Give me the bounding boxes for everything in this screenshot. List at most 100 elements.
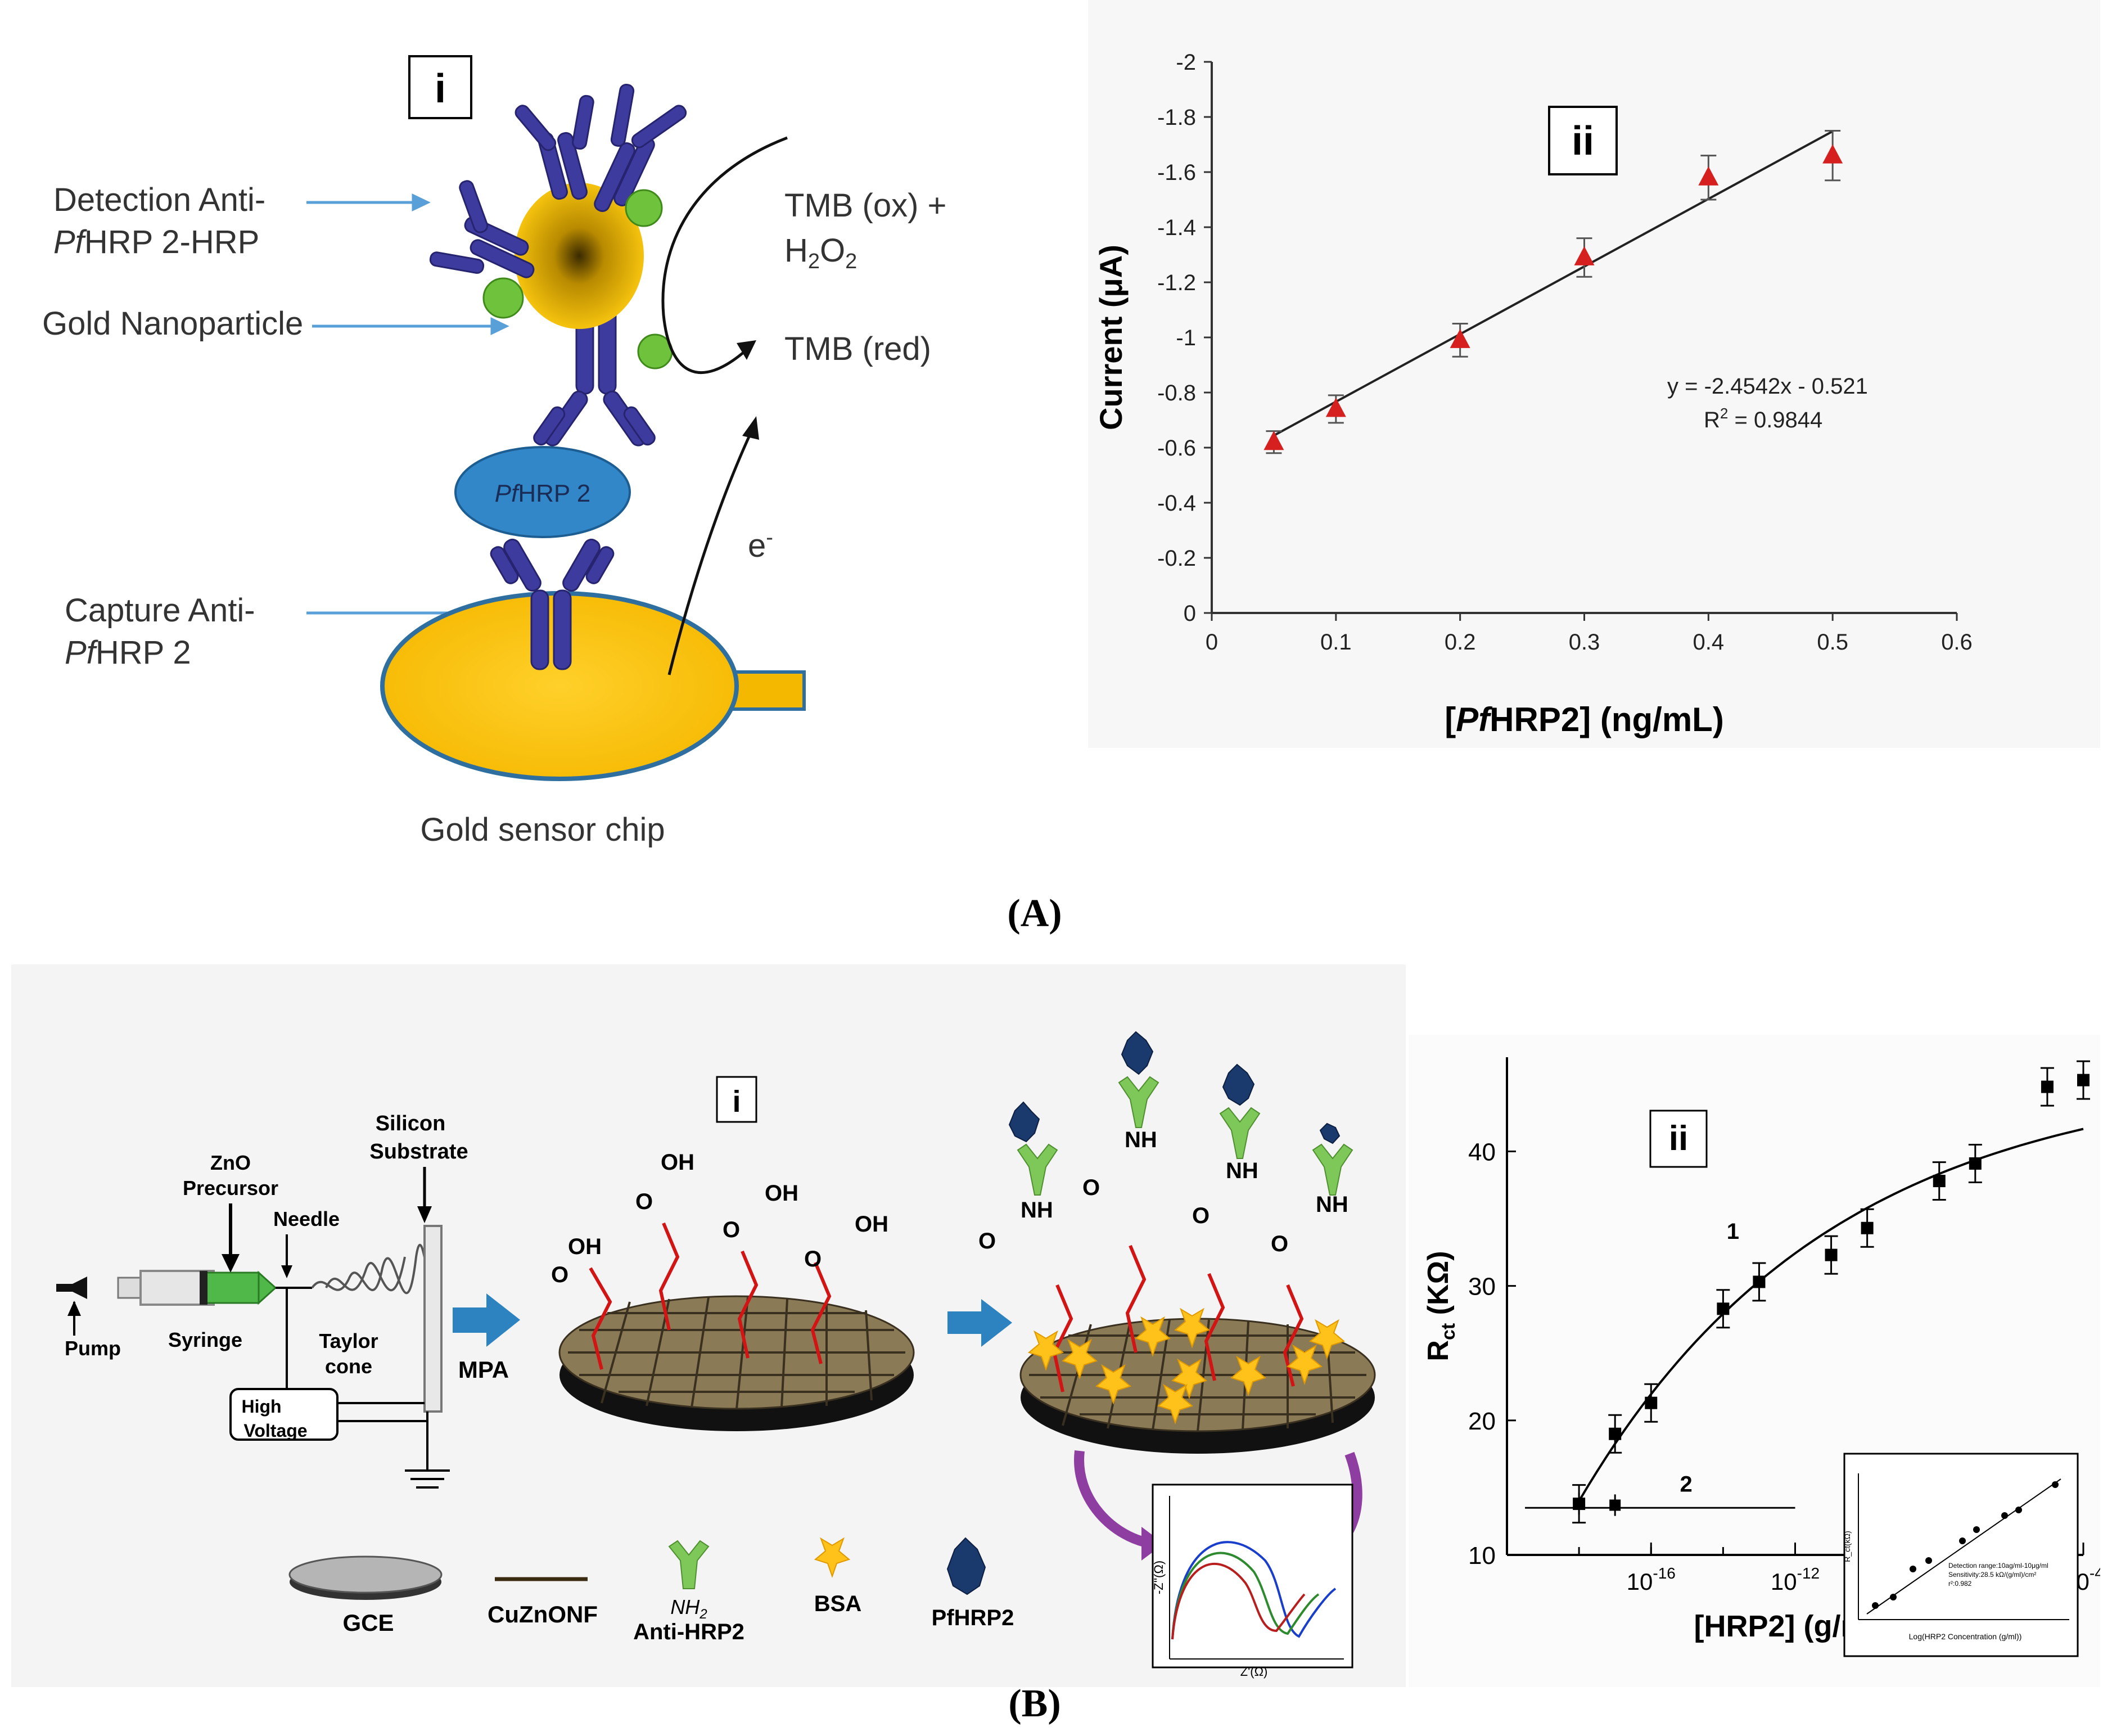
y-tick-label: -1: [1176, 326, 1196, 350]
svg-text:O: O: [635, 1189, 653, 1214]
svg-text:O: O: [804, 1247, 822, 1271]
panel-a-ii-chart: ii0-0.2-0.4-0.6-0.8-1-1.2-1.4-1.6-1.8-20…: [1088, 0, 2100, 748]
curve-1-label: 1: [1727, 1219, 1739, 1244]
gold-sensor-chip-label: Gold sensor chip: [420, 811, 665, 848]
data-point: [1753, 1275, 1766, 1288]
data-point: [1263, 431, 1284, 450]
y-tick-label: 30: [1468, 1273, 1496, 1301]
taylor-label-2: cone: [325, 1355, 372, 1378]
silicon-substrate: [423, 1225, 443, 1413]
data-point: [1325, 398, 1346, 417]
x-tick-label: 0.4: [1693, 630, 1725, 655]
data-point: [2041, 1080, 2054, 1093]
y-tick-label: -0.8: [1157, 381, 1196, 405]
svg-text:O: O: [1271, 1232, 1288, 1256]
panel-b-i-label-box: [716, 1076, 757, 1123]
y-tick-label: 40: [1468, 1138, 1496, 1166]
y-tick-label: 10: [1468, 1542, 1496, 1570]
x-axis-label: [PfHRP2] (ng/mL): [1445, 701, 1724, 738]
legend-bsa: BSA: [814, 1591, 861, 1616]
zno-label-1: ZnO: [210, 1151, 251, 1174]
y-tick-label: 20: [1468, 1408, 1496, 1435]
y-tick-label: -2: [1176, 50, 1196, 75]
y-tick-label: -0.6: [1157, 436, 1196, 461]
x-tick-label: 0.3: [1569, 630, 1600, 655]
x-tick-label: 10-12: [1771, 1564, 1820, 1595]
x-tick-label: 0.1: [1320, 630, 1352, 655]
panel-a-caption: (A): [1007, 892, 1062, 935]
svg-text:O: O: [551, 1262, 568, 1287]
data-point: [1825, 1248, 1838, 1261]
x-tick-label: 10-16: [1627, 1564, 1676, 1595]
panel-a-i-label-box: [408, 55, 472, 119]
nyquist-inset: -Z''(Ω) Z'(Ω): [1152, 1484, 1353, 1679]
x-tick-label: 0.2: [1445, 630, 1476, 655]
svg-text:OH: OH: [661, 1150, 694, 1175]
panel-b-i-label: i: [732, 1085, 741, 1119]
fit-equation: y = -2.4542x - 0.521: [1667, 374, 1868, 399]
capture-antibody: [490, 538, 615, 670]
high-voltage-label-2: Voltage: [243, 1421, 307, 1441]
inset-text-2: Sensitivity:28.5 kΩ/(g/ml)/cm²: [1948, 1571, 2036, 1579]
data-point: [1450, 328, 1470, 348]
baseline-point: [1573, 1498, 1585, 1510]
detection-antibody-upper: [429, 83, 687, 278]
capture-label-line2: PfHRP 2: [65, 634, 191, 671]
inset-text-1: Detection range:10ag/ml-10μg/ml: [1948, 1562, 2048, 1570]
svg-text:O: O: [723, 1218, 740, 1242]
inset-ylabel: R_ct(kΩ): [1843, 1531, 1852, 1562]
gold-nanoparticle: [515, 183, 644, 329]
detection-label-line1: Detection Anti-: [53, 182, 265, 218]
panel-a-i-schematic: i Detection Anti- PfHRP 2-HRP Gold Nanop…: [42, 55, 946, 848]
svg-text:NH: NH: [1316, 1192, 1348, 1217]
panel-b-caption: (B): [1008, 1682, 1061, 1725]
y-tick-label: -0.2: [1157, 546, 1196, 571]
needle-label: Needle: [273, 1207, 340, 1230]
y-tick-label: -1.8: [1157, 105, 1196, 130]
h2o2-label: H2O2: [784, 232, 857, 273]
x-tick-label: 0.5: [1817, 630, 1848, 655]
data-point: [1717, 1302, 1730, 1315]
pump-label: Pump: [65, 1337, 121, 1360]
panel-a-ii-label-box: [1548, 106, 1618, 175]
panel-a-i-label: i: [435, 66, 446, 111]
electrospinning-setup: Silicon Substrate ZnO Precursor Needle S…: [56, 1112, 468, 1489]
panel-b-i-schematic: i Silicon Substrate ZnO Precursor Needle…: [11, 964, 1406, 1687]
panel-b-ii-label: ii: [1669, 1119, 1688, 1158]
data-point: [1822, 144, 1843, 164]
pfhrp2-antigen-label: PfHRP 2: [495, 480, 590, 507]
data-point: [1861, 1221, 1874, 1234]
svg-text:OH: OH: [765, 1181, 798, 1206]
y-tick-label: -1.2: [1157, 270, 1196, 295]
data-point: [1933, 1175, 1946, 1188]
silicon-label-2: Substrate: [369, 1140, 468, 1164]
detection-label-line2: PfHRP 2-HRP: [53, 224, 259, 260]
high-voltage-label-1: High: [241, 1396, 281, 1417]
y-tick-label: -1.6: [1157, 160, 1196, 185]
svg-text:O: O: [1192, 1203, 1210, 1228]
data-point: [1645, 1396, 1658, 1409]
pfhrp2-antigen: [454, 446, 631, 538]
taylor-label-1: Taylor: [319, 1329, 378, 1352]
nyquist-x-label: Z'(Ω): [1240, 1665, 1268, 1679]
data-point: [1969, 1157, 1982, 1170]
nyquist-y-label: -Z''(Ω): [1152, 1561, 1166, 1594]
mpa-arrow: MPA: [453, 1293, 520, 1383]
panel-a-ii-label: ii: [1572, 119, 1594, 164]
anti-hrp2-icon: [668, 1540, 710, 1589]
redox-arrow-head: [737, 340, 756, 360]
legend-nh2: NH2: [670, 1595, 707, 1622]
svg-text:NH: NH: [1125, 1128, 1157, 1152]
electron-label: e-: [748, 526, 773, 564]
hrp-enzyme-blobs: [482, 189, 673, 369]
svg-text:O: O: [978, 1229, 996, 1253]
svg-text:O: O: [1082, 1175, 1100, 1200]
electron-arrow-head: [742, 416, 759, 440]
legend-row: GCE CuZnONF NH2 Anti-HRP2 BSA PfHRP2: [288, 1537, 1014, 1644]
mpa-modified-electrode: OH O OH O OH O OH O: [551, 1150, 915, 1431]
syringe-label: Syringe: [168, 1328, 242, 1351]
panel-b-ii-label-box: [1649, 1110, 1708, 1168]
immunosensor-electrode: NH O NH O NH O NH O: [978, 1031, 1376, 1569]
capture-label-line1: Capture Anti-: [65, 592, 255, 629]
